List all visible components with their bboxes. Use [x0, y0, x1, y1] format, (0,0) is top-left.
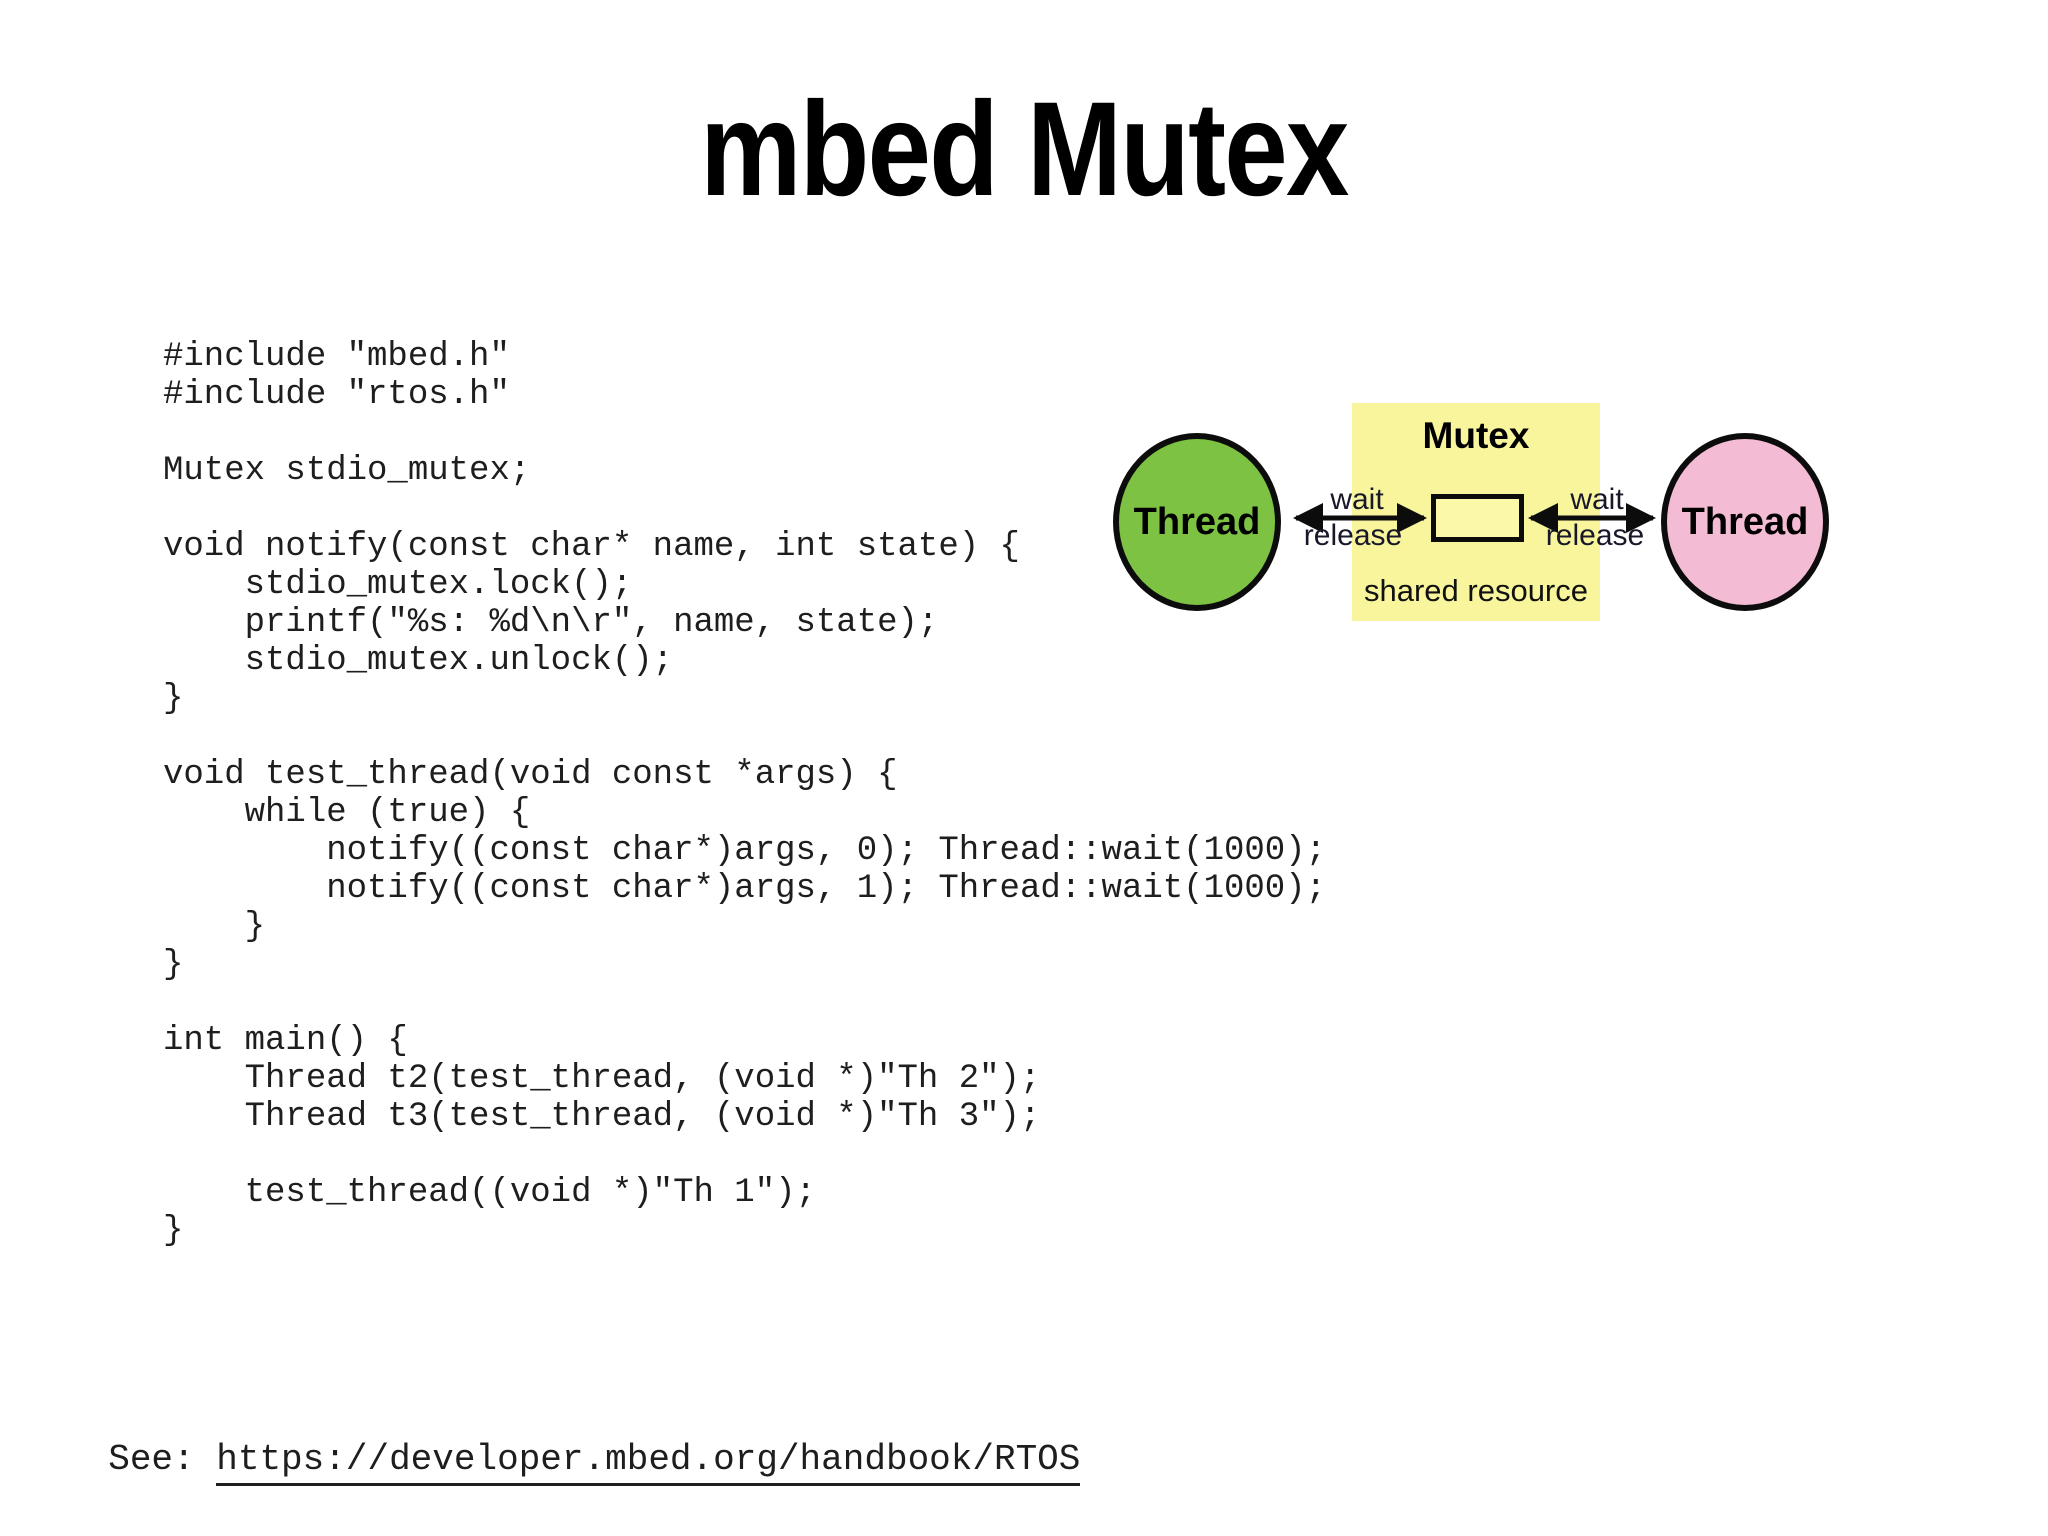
- shared-resource-caption: shared resource: [1363, 573, 1588, 608]
- left-arrow-release-label: release: [1303, 519, 1403, 552]
- left-thread-node: Thread: [1113, 433, 1281, 611]
- mutex-box: [1431, 494, 1524, 542]
- left-thread-label: Thread: [1133, 500, 1261, 543]
- page-title-text: mbed Mutex: [700, 75, 1349, 224]
- right-thread-label: Thread: [1681, 500, 1809, 543]
- rtos-handbook-link[interactable]: https://developer.mbed.org/handbook/RTOS: [216, 1439, 1081, 1486]
- right-arrow-release-label: release: [1545, 519, 1645, 552]
- right-thread-node: Thread: [1661, 433, 1829, 611]
- mutex-panel-title: Mutex: [1422, 415, 1530, 456]
- left-arrow-wait-label: wait: [1330, 483, 1384, 516]
- footer-reference: See: https://developer.mbed.org/handbook…: [65, 1394, 1081, 1486]
- footer-prefix: See:: [108, 1439, 217, 1480]
- right-arrow-wait-label: wait: [1570, 483, 1624, 516]
- code-listing: #include "mbed.h" #include "rtos.h" Mute…: [163, 338, 1326, 1250]
- page-title: mbed Mutex: [0, 75, 2048, 224]
